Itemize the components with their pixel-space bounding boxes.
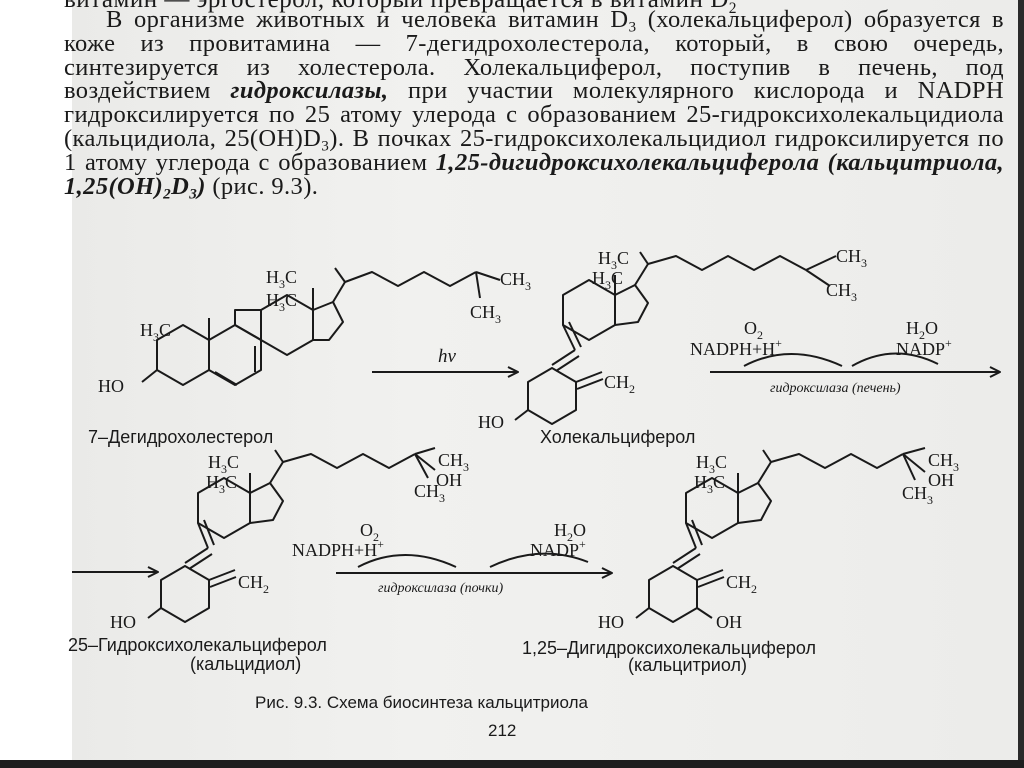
svg-text:CH3: CH3 (836, 246, 867, 270)
svg-text:H3C: H3C (592, 268, 623, 292)
svg-text:NADP+: NADP+ (530, 537, 586, 560)
right-edge-shadow (1018, 0, 1024, 768)
svg-text:H2O: H2O (554, 520, 586, 544)
svg-text:CH2: CH2 (238, 572, 269, 596)
svg-text:HO: HO (598, 612, 624, 632)
svg-text:HO: HO (478, 412, 504, 432)
svg-text:O2: O2 (744, 318, 763, 342)
svg-text:H3C: H3C (208, 452, 239, 476)
svg-text:H3C: H3C (206, 472, 237, 496)
svg-text:CH3: CH3 (826, 280, 857, 304)
arrow-light (372, 366, 519, 378)
svg-text:CH3: CH3 (500, 269, 531, 293)
body-paragraph: В организме животных и человека витамин … (64, 6, 1005, 203)
compound-label-calcidiol: 25–Гидроксихолекальциферол (68, 635, 327, 655)
compound-label-calcidiol-alias: (кальцидиол) (190, 654, 302, 674)
structure-cholecalciferol (514, 251, 837, 425)
compound-label-cholecalciferol: Холекальциферол (540, 427, 696, 447)
svg-text:HO: HO (98, 376, 124, 396)
svg-text:гидроксилаза (почки): гидроксилаза (почки) (378, 581, 504, 596)
compound-label-7-dehydrocholesterol: 7–Дегидрохолестерол (88, 427, 274, 447)
page-number: 212 (488, 721, 517, 740)
svg-text:CH2: CH2 (726, 572, 757, 596)
svg-text:CH3: CH3 (902, 483, 933, 507)
svg-text:H3C: H3C (140, 320, 171, 344)
svg-text:O2: O2 (360, 520, 379, 544)
compound-label-calcitriol-alias: (кальцитриол) (628, 655, 747, 675)
arrow-liver (710, 352, 1001, 378)
svg-text:OH: OH (436, 470, 462, 490)
structure-calcitriol (635, 447, 926, 623)
page-paper (10, 0, 1020, 768)
svg-text:H3C: H3C (694, 472, 725, 496)
svg-text:NADPH+H+: NADPH+H+ (292, 537, 384, 560)
svg-text:CH3: CH3 (470, 302, 501, 326)
svg-text:CH3: CH3 (414, 481, 445, 505)
svg-text:OH: OH (928, 470, 954, 490)
structure-calcidiol (147, 447, 436, 623)
cut-off-text-line: витамин — эргостерол, который превращает… (64, 0, 737, 17)
arrow-kidneys (336, 552, 613, 579)
svg-text:OH: OH (716, 612, 742, 632)
bottom-edge (0, 760, 1024, 768)
svg-text:H3C: H3C (696, 452, 727, 476)
svg-text:H3C: H3C (266, 267, 297, 291)
left-margin (0, 0, 72, 768)
svg-text:CH2: CH2 (604, 372, 635, 396)
svg-text:H3C: H3C (266, 290, 297, 314)
svg-text:гидроксилаза (печень): гидроксилаза (печень) (770, 381, 901, 396)
svg-text:HO: HO (110, 612, 136, 632)
svg-text:CH3: CH3 (928, 450, 959, 474)
svg-text:CH3: CH3 (438, 450, 469, 474)
svg-text:H2O: H2O (906, 318, 938, 342)
svg-text:hν: hν (438, 346, 457, 367)
compound-label-calcitriol: 1,25–Дигидроксихолекальциферол (522, 638, 816, 658)
svg-text:H3C: H3C (598, 248, 629, 272)
figure-caption: Рис. 9.3. Схема биосинтеза кальцитриола (255, 693, 588, 712)
structure-7-dehydrocholesterol (141, 267, 501, 386)
svg-text:NADPH+H+: NADPH+H+ (690, 336, 782, 359)
arrow-continue (72, 566, 159, 578)
svg-text:NADP+: NADP+ (896, 336, 952, 359)
